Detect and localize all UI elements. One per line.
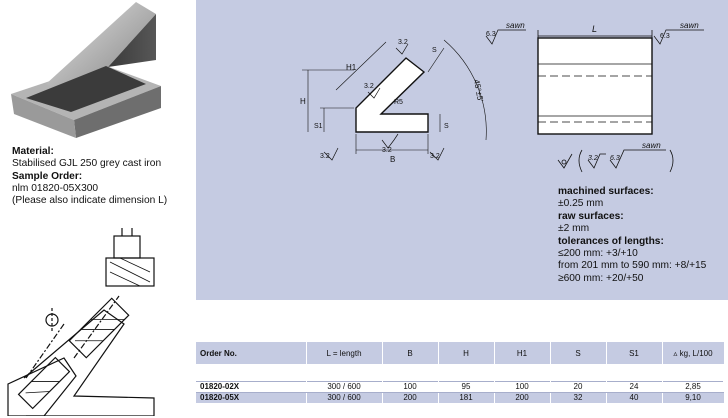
material-heading: Material: [12,146,54,157]
cell-length: 300 / 600 [306,380,383,393]
angle-label: 45°±5' [472,79,485,103]
table-spacer [196,364,724,381]
roughness-top: 3.2 [398,39,408,46]
roughness-bottom: 3.2 [382,147,392,154]
col-length: L = length [306,342,383,364]
technical-drawing: H S1 B H1 S S R5 45°±5' 3.2 3.2 3.2 3.2 … [300,21,704,173]
machined-heading: machined surfaces: [558,186,654,197]
cell-weight: 9,10 [662,392,724,403]
col-h: H [438,342,495,364]
tolerance-specs: machined surfaces: ±0.25 mm raw surfaces… [558,186,706,285]
raw-heading: raw surfaces: [558,210,624,222]
col-order-no: Order No. [196,342,307,364]
cell-order-no: 01820-05X [196,392,307,403]
cell-b: 200 [382,392,439,403]
raw-value: ±2 mm [558,223,590,235]
dim-l: L [592,24,597,34]
col-s: S [550,342,607,364]
dim-b: B [390,155,395,164]
roughness-63-right: 6.3 [660,33,670,40]
cell-weight: 2,85 [662,380,724,393]
table-row: 01820-02X 300 / 600 100 95 100 20 24 2,8… [196,380,724,393]
tolerance-heading: tolerances of lengths: [558,235,664,247]
material-value: Stabilised GJL 250 grey cast iron [12,158,162,170]
cell-b: 100 [382,380,439,393]
sample-order-heading: Sample Order: [12,170,83,182]
cell-h1: 200 [494,392,551,403]
dim-s1: S1 [314,123,323,130]
cell-s1: 24 [606,380,663,393]
col-b: B [382,342,439,364]
dim-s-top: S [432,47,437,54]
table-row: 01820-05X 300 / 600 200 181 200 32 40 9,… [196,392,724,403]
drawing-panel: H S1 B H1 S S R5 45°±5' 3.2 3.2 3.2 3.2 … [196,0,728,300]
table-header-row: Order No. L = length B H H1 S S1 ▵ kg, L… [196,342,724,364]
cell-length: 300 / 600 [306,392,383,403]
order-table: Order No. L = length B H H1 S S1 ▵ kg, L… [196,342,724,403]
cell-s: 32 [550,392,607,403]
cell-h: 181 [438,392,495,403]
dim-h1: H1 [346,63,357,72]
tolerance-1: ≤200 mm: +3/+10 [558,248,638,260]
angle-plate-photo [11,2,161,138]
cell-s1: 40 [606,392,663,403]
cell-h1: 100 [494,380,551,393]
dim-h: H [300,97,306,106]
fixture-sketch [7,228,155,416]
roughness-63-combined: 6.3 [610,155,620,162]
weight-icon: ▵ [673,348,678,358]
tolerance-2: from 201 mm to 590 mm: +8/+15 [558,260,707,272]
roughness-bl: 3.2 [320,153,330,160]
sawn-right: sawn [680,21,699,30]
dim-s: S [444,123,449,130]
cell-s: 20 [550,380,607,393]
col-weight-label: kg, L/100 [679,348,713,358]
tolerance-3: ≥600 mm: +20/+50 [558,272,644,284]
cell-order-no: 01820-02X [196,380,307,393]
radius-label: R5 [394,99,403,106]
material-info: Material: Stabilised GJL 250 grey cast i… [12,146,192,207]
sawn-left: sawn [506,21,525,30]
col-s1: S1 [606,342,663,364]
cell-h: 95 [438,380,495,393]
sawn-combined: sawn [642,141,661,150]
roughness-left: 3.2 [364,83,374,90]
col-h1: H1 [494,342,551,364]
roughness-32-combined: 3.2 [588,155,598,162]
sample-order-note: (Please also indicate dimension L) [12,195,168,207]
sample-order-value: nlm 01820-05X300 [12,182,99,194]
roughness-63-left: 6.3 [486,31,496,38]
col-weight: ▵ kg, L/100 [662,342,724,364]
machined-value: ±0.25 mm [558,198,604,210]
